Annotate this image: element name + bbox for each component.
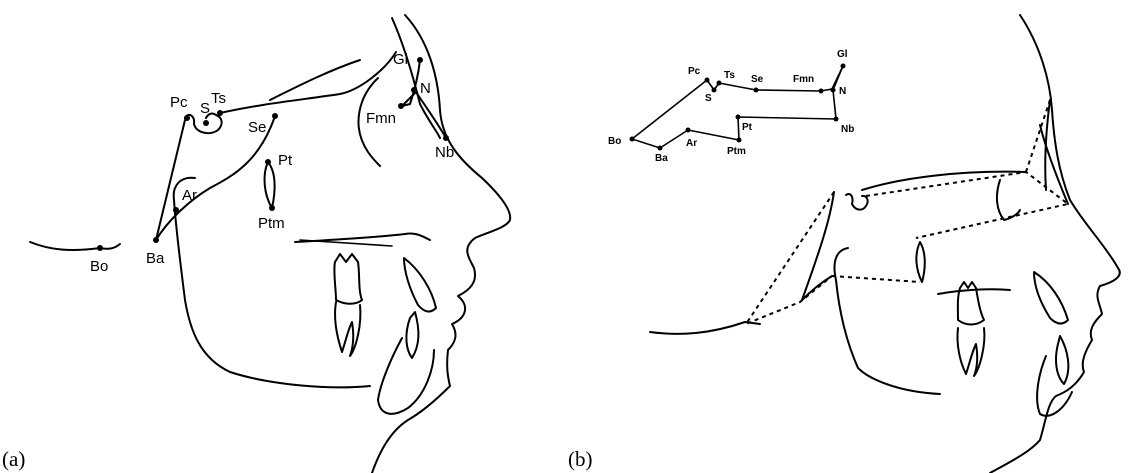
point-a-fmn [398, 103, 404, 109]
label-b-n: N [839, 86, 846, 97]
label-b-gl: Gl [837, 49, 848, 60]
dashed-palatal [832, 276, 920, 282]
point-b-ba [658, 146, 663, 151]
point-a-ba [153, 237, 159, 243]
panel-b: Gl N Fmn Nb Pc S Ts Se Pt Ptm Ar Ba Bo (… [568, 15, 1120, 473]
point-b-se [754, 88, 759, 93]
cranial-roof-line [862, 172, 1026, 190]
label-a-ptm: Ptm [258, 215, 285, 232]
point-b-pc [705, 78, 710, 83]
upper-molar [334, 254, 362, 304]
point-b-pt [736, 115, 741, 120]
lower-incisor [1056, 336, 1068, 384]
point-a-pt [265, 159, 271, 165]
point-b-nb [834, 117, 839, 122]
lower-molar [957, 328, 984, 376]
point-a-nb [443, 135, 449, 141]
point-a-pc [184, 115, 190, 121]
point-a-ar [173, 207, 179, 213]
label-b-ba: Ba [655, 153, 668, 164]
label-a-pt: Pt [278, 152, 293, 169]
panel-a: Gl N Fmn Nb Pc S Ts Se Pt Ptm Ar Ba Bo (… [2, 15, 510, 473]
sella-turcica [846, 194, 868, 210]
pterygomaxillary-fissure [265, 162, 275, 208]
palatal-plane [938, 289, 1010, 294]
panel-b-caption: (b) [568, 447, 593, 471]
point-b-bo [630, 137, 635, 142]
label-a-fmn: Fmn [366, 110, 396, 127]
label-b-pt: Pt [742, 122, 753, 133]
point-b-n [831, 88, 836, 93]
point-b-ts [717, 81, 722, 86]
palate-wedge [300, 240, 392, 246]
label-a-nb: Nb [435, 144, 454, 161]
point-a-s [203, 120, 209, 126]
point-b-gl [841, 64, 846, 69]
point-a-ts [217, 110, 223, 116]
label-a-n: N [420, 80, 431, 97]
label-b-ts: Ts [724, 70, 735, 81]
label-b-s: S [705, 93, 712, 104]
label-a-s: S [200, 100, 210, 117]
label-b-nb: Nb [841, 124, 854, 135]
orbit-curve [997, 180, 1020, 220]
pterygomaxillary-fissure [916, 242, 924, 282]
lower-incisor [406, 312, 418, 358]
label-a-ba: Ba [146, 250, 165, 267]
chin-symphysis [1037, 356, 1072, 416]
cranial-roof-line [270, 60, 360, 100]
label-b-fmn: Fmn [793, 74, 814, 85]
label-b-se: Se [751, 74, 764, 85]
label-b-bo: Bo [608, 136, 621, 147]
point-a-ptm [269, 205, 275, 211]
label-a-ts: Ts [211, 90, 226, 107]
clivus-line [802, 192, 834, 300]
upper-molar [958, 282, 984, 325]
point-b-ptm [737, 138, 742, 143]
basion-occipital-curve [650, 322, 760, 334]
point-a-n [411, 87, 417, 93]
point-a-se [272, 113, 278, 119]
upper-incisor [1034, 272, 1068, 324]
label-a-gl: Gl [393, 51, 408, 68]
point-b-s [712, 88, 717, 93]
label-a-ar: Ar [182, 187, 197, 204]
chin-symphysis [378, 338, 434, 414]
label-b-ptm: Ptm [727, 146, 746, 157]
label-a-pc: Pc [170, 94, 188, 111]
point-b-fmn [819, 89, 824, 94]
anterior-cranial-base [220, 52, 396, 113]
facial-profile-line [990, 15, 1120, 473]
facial-profile-line [372, 15, 510, 473]
lower-molar [335, 302, 360, 356]
upper-incisor [404, 258, 436, 312]
point-a-gl [417, 57, 423, 63]
panel-a-caption: (a) [2, 447, 25, 471]
label-b-ar: Ar [686, 138, 697, 149]
label-b-pc: Pc [688, 66, 701, 77]
forehead-line [392, 18, 440, 138]
label-a-se: Se [248, 119, 266, 136]
point-b-ar [686, 128, 691, 133]
label-a-bo: Bo [90, 258, 108, 275]
point-a-bo [97, 245, 103, 251]
dashed-clivus [746, 192, 834, 324]
basion-occipital-curve [30, 242, 120, 250]
